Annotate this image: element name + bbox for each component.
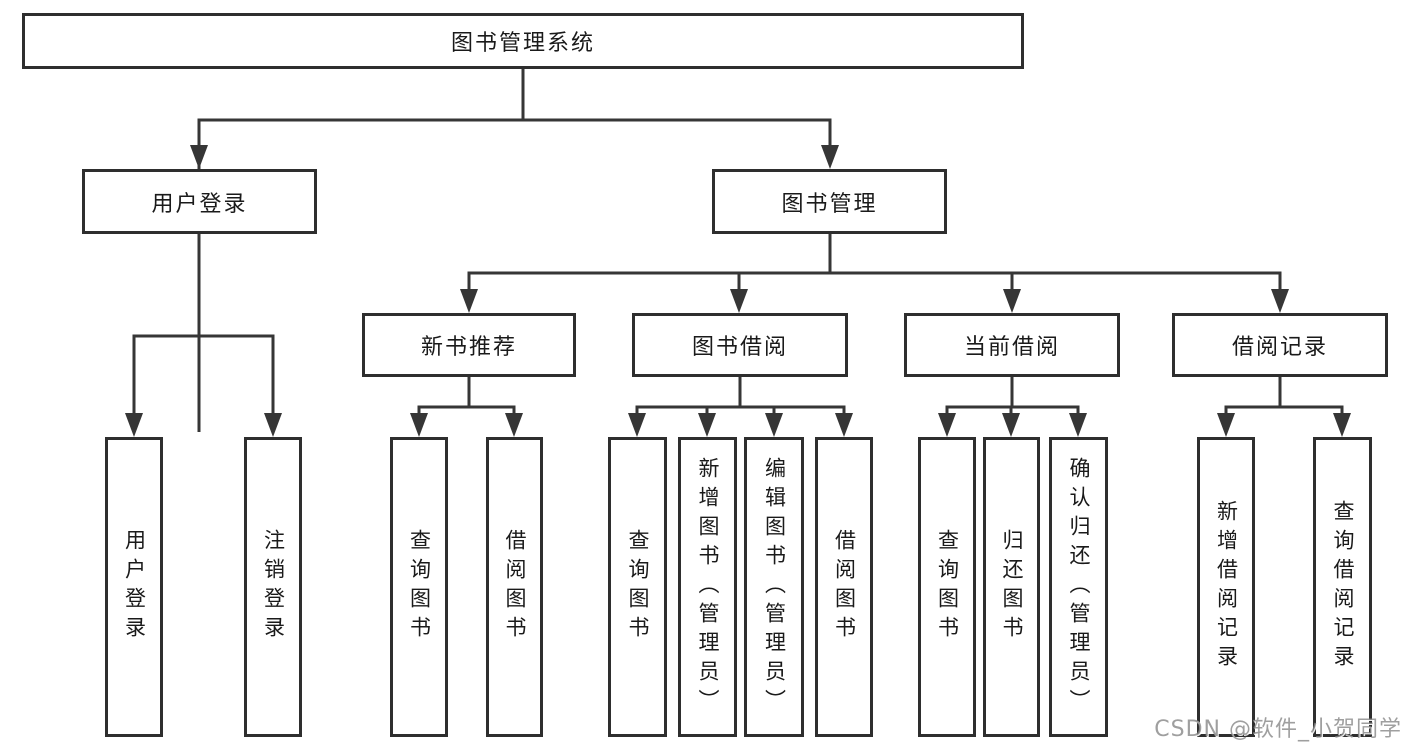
- node-book-management-module: 图书管理: [712, 169, 947, 234]
- leaf-query-books-borrow: 查询图书: [608, 437, 667, 737]
- leaf-user-login: 用户登录: [105, 437, 163, 737]
- node-book-borrowing-label: 图书借阅: [691, 335, 788, 360]
- leaf-confirm-return-admin: 确认归还（管理员）: [1049, 437, 1108, 737]
- node-root-system-label: 图书管理系统: [450, 31, 595, 56]
- leaf-return-books-label: 归还图书: [1000, 529, 1024, 645]
- leaf-add-book-admin-label: 新增图书（管理员）: [696, 456, 720, 718]
- node-book-borrowing: 图书借阅: [632, 313, 848, 377]
- node-user-login-module-label: 用户登录: [151, 191, 248, 217]
- leaf-query-borrow-record-label: 查询借阅记录: [1331, 500, 1355, 674]
- node-book-management-module-label: 图书管理: [781, 191, 878, 217]
- leaf-query-books-recommend: 查询图书: [390, 437, 448, 737]
- leaf-query-books-borrow-label: 查询图书: [626, 529, 650, 645]
- leaf-logout: 注销登录: [244, 437, 302, 737]
- leaf-query-books-current: 查询图书: [918, 437, 976, 737]
- leaf-user-login-label: 用户登录: [122, 529, 147, 645]
- leaf-query-borrow-record: 查询借阅记录: [1313, 437, 1372, 737]
- leaf-return-books: 归还图书: [983, 437, 1040, 737]
- node-new-book-recommendation-label: 新书推荐: [420, 335, 517, 360]
- leaf-add-borrow-record: 新增借阅记录: [1197, 437, 1255, 737]
- csdn-watermark: CSDN @软件_小贺同学: [1154, 717, 1402, 742]
- leaf-borrow-books: 借阅图书: [815, 437, 873, 737]
- node-new-book-recommendation: 新书推荐: [362, 313, 576, 377]
- leaf-query-books-recommend-label: 查询图书: [407, 529, 432, 645]
- leaf-add-book-admin: 新增图书（管理员）: [678, 437, 737, 737]
- leaf-query-books-current-label: 查询图书: [935, 529, 960, 645]
- leaf-borrow-books-recommend-label: 借阅图书: [503, 529, 527, 645]
- node-root-system: 图书管理系统: [22, 13, 1024, 69]
- leaf-add-borrow-record-label: 新增借阅记录: [1214, 500, 1239, 674]
- node-current-borrowing: 当前借阅: [904, 313, 1120, 377]
- arrowheads: [125, 145, 1351, 437]
- leaf-logout-label: 注销登录: [261, 529, 286, 645]
- leaf-borrow-books-label: 借阅图书: [832, 529, 857, 645]
- leaf-edit-book-admin-label: 编辑图书（管理员）: [762, 456, 787, 718]
- node-user-login-module: 用户登录: [82, 169, 317, 234]
- node-borrowing-records-label: 借阅记录: [1231, 335, 1328, 360]
- node-current-borrowing-label: 当前借阅: [963, 335, 1060, 360]
- leaf-confirm-return-admin-label: 确认归还（管理员）: [1067, 456, 1091, 718]
- node-borrowing-records: 借阅记录: [1172, 313, 1388, 377]
- leaf-edit-book-admin: 编辑图书（管理员）: [744, 437, 804, 737]
- leaf-borrow-books-recommend: 借阅图书: [486, 437, 543, 737]
